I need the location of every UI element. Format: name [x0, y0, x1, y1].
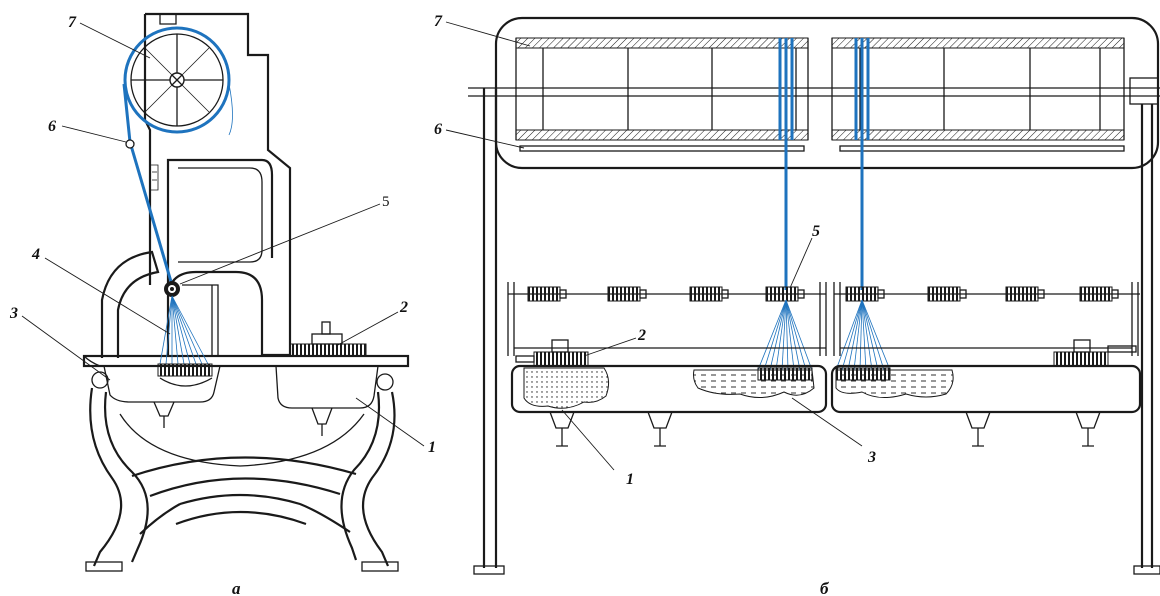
- bobbin-row-a: [157, 363, 213, 377]
- frame-post-left: [482, 88, 498, 568]
- liquid-1: [523, 367, 610, 409]
- label-5-a: 5: [382, 194, 390, 210]
- frame-hook-arm: [100, 250, 160, 358]
- table-knob-left: [91, 371, 109, 389]
- frame-top-notch: [159, 14, 177, 25]
- label-2-b: 2: [637, 327, 646, 344]
- label-6-a: 6: [48, 118, 56, 135]
- foot-b-right: [1133, 565, 1160, 575]
- foot-b-left: [473, 565, 505, 575]
- sump-right: [275, 365, 379, 409]
- label-4-a: 4: [31, 246, 40, 263]
- gear-2-a: [289, 321, 367, 357]
- bobbin-tray-a: [159, 377, 213, 387]
- panel-b-machine-front-view: 7 6 5 2 1 3 б: [434, 13, 1160, 596]
- foot-right: [361, 561, 399, 572]
- table-edge-left: [83, 355, 101, 367]
- stand-inner-loop: [119, 413, 365, 467]
- wound-yarn-right: [854, 38, 870, 140]
- frame-post-right: [1140, 104, 1154, 568]
- guide-bar-6-right: [839, 145, 1125, 152]
- label-7-a: 7: [68, 14, 77, 31]
- liquid-3-left: [693, 369, 815, 398]
- sump-left-drain: [153, 401, 175, 417]
- label-6-b: 6: [434, 121, 442, 138]
- label-3-b: 3: [867, 449, 876, 466]
- wound-yarn-left: [778, 38, 794, 140]
- caption-a: а: [232, 579, 241, 596]
- foot-left: [85, 561, 123, 572]
- bath-left: [510, 364, 828, 414]
- label-7-b: 7: [434, 13, 443, 30]
- drain-b-3: [965, 411, 991, 447]
- label-1-b: 1: [626, 471, 634, 488]
- axle-end-right: [1129, 77, 1159, 105]
- caption-b: б: [820, 579, 830, 596]
- machine-table: [82, 354, 410, 368]
- frame-side-fitting: [150, 164, 159, 191]
- reel-drum-left: [515, 37, 809, 141]
- roller-springs-5: [527, 286, 1119, 302]
- yarn-strand-a2: [228, 83, 233, 136]
- sump-left: [103, 365, 221, 403]
- yarn-strand-a: [122, 83, 174, 286]
- yarn-fan-4: [159, 295, 209, 365]
- reel-drum-right: [831, 37, 1125, 141]
- bobbin-rail-frame-right: [833, 282, 1139, 356]
- roller-5: [164, 281, 180, 297]
- machine-frame-inner: [178, 167, 263, 263]
- bath-right: [830, 364, 1142, 414]
- label-2-a: 2: [399, 299, 408, 316]
- drain-b-4: [1075, 411, 1101, 447]
- sump-right-drain: [311, 407, 333, 425]
- gear-2-b-right: [1053, 339, 1137, 367]
- reel-7: [123, 26, 231, 134]
- liquid-3-right: [835, 369, 954, 398]
- yarn-fan-right: [835, 299, 891, 371]
- gear-2-b-left: [515, 339, 589, 367]
- drain-b-1: [549, 411, 575, 447]
- table-knob-right: [376, 373, 394, 391]
- yarn-fan-left: [757, 299, 813, 371]
- machine-stand: [89, 387, 396, 567]
- label-5-b: 5: [812, 223, 820, 240]
- label-1-a: 1: [428, 439, 436, 456]
- roller-bracket: [182, 284, 219, 355]
- bobbin-rail-frame-left: [507, 282, 827, 356]
- guide-6: [125, 139, 135, 149]
- label-3-a: 3: [9, 305, 18, 322]
- panel-a-machine-side-view: 7 6 4 5 3 2 1 а: [9, 12, 436, 596]
- stand-crossbar: [131, 456, 357, 535]
- drain-b-2: [647, 411, 673, 447]
- guide-bar-6-left: [519, 145, 805, 152]
